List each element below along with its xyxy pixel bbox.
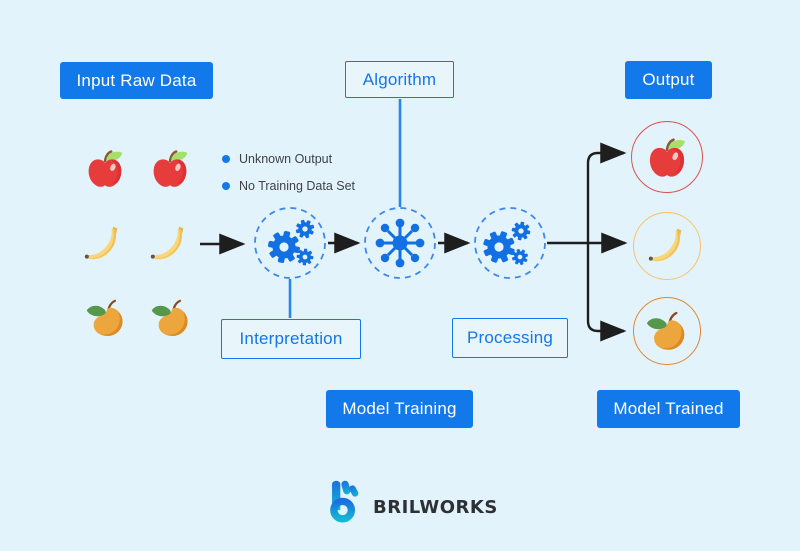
banana-icon [644,222,690,270]
output-apple-ring [631,121,703,193]
brilworks-logo: BRILWORKS [328,477,498,523]
processing-label: Processing [452,318,568,358]
stage-circle-algorithm [364,207,436,279]
model-trained-text: Model Trained [613,399,724,418]
model-training-text: Model Training [342,399,457,418]
model-training-label: Model Training [326,390,473,428]
interpretation-text: Interpretation [239,329,343,348]
arrow-branch-to-apple [586,142,627,243]
output-mango-ring [633,297,701,365]
model-trained-label: Model Trained [597,390,740,428]
bullet-dot-icon [222,182,230,190]
apple-icon [644,131,690,183]
gears-icon [478,220,532,268]
input-raw-data-label: Input Raw Data [60,62,213,99]
mango-icon [644,305,690,357]
arrow-branch-to-mango [586,243,627,342]
gears-icon [265,216,318,267]
mango-icon [84,293,128,343]
stage-circle-processing [474,207,546,279]
network-hub-icon [375,218,425,268]
banana-icon [146,220,192,268]
algorithm-text: Algorithm [362,69,437,89]
brilworks-b-icon [330,480,359,523]
note-text: No Training Data Set [239,179,356,193]
bullet-dot-icon [222,155,230,163]
mango-icon [149,293,193,343]
note-text: Unknown Output [239,152,333,166]
note-unknown-output: Unknown Output [222,152,332,166]
brilworks-wordmark: BRILWORKS [373,496,498,518]
note-no-training-data: No Training Data Set [222,179,355,193]
input-raw-data-text: Input Raw Data [76,70,197,90]
stage-circle-interpretation [254,207,326,279]
apple-icon [148,143,192,193]
output-text: Output [642,70,695,89]
algorithm-label: Algorithm [345,61,454,98]
apple-icon [83,143,127,193]
output-label: Output [625,61,712,99]
banana-icon [80,220,126,268]
interpretation-label: Interpretation [221,319,361,359]
output-banana-ring [633,212,701,280]
processing-text: Processing [466,328,554,347]
